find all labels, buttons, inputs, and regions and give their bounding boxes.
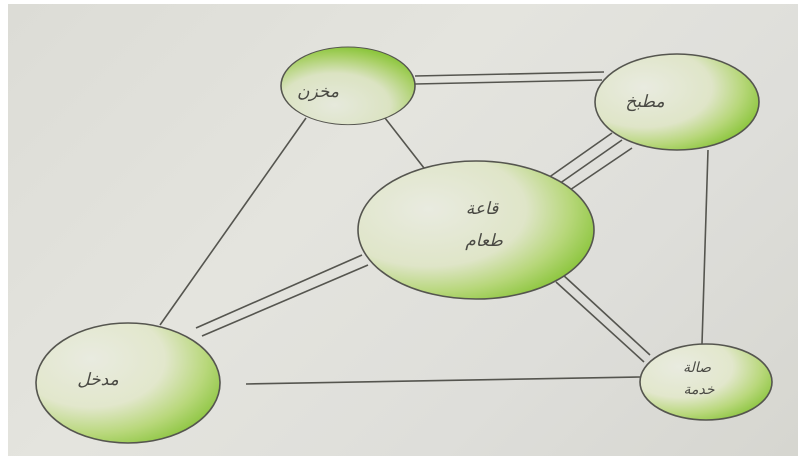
node-kitchen-label: مطبخ bbox=[625, 92, 664, 112]
edge-center-bottom-right bbox=[555, 273, 651, 363]
edge-top-left bbox=[159, 117, 307, 326]
node-top-label: مخزن bbox=[297, 82, 339, 102]
node-bottom-right-label-2: خدمة bbox=[683, 382, 714, 398]
node-center-label-2: طعام bbox=[465, 231, 503, 251]
edge-kitchen-center bbox=[547, 132, 633, 195]
node-left-label: مدخل bbox=[77, 370, 118, 390]
edge-kitchen-bottom-right bbox=[701, 149, 709, 345]
node-left: مدخل bbox=[35, 322, 221, 444]
node-bottom-right-label-1: صالة bbox=[683, 360, 711, 376]
edge-top-center bbox=[384, 117, 425, 169]
node-center-label-1: قاعة bbox=[466, 199, 499, 219]
node-top: مخزن bbox=[280, 46, 416, 126]
edge-top-kitchen bbox=[414, 71, 605, 85]
edge-left-bottom-right bbox=[245, 376, 641, 385]
edge-center-left bbox=[195, 254, 369, 337]
edges bbox=[159, 71, 709, 385]
node-center: قاعة طعام bbox=[357, 160, 595, 300]
node-kitchen: مطبخ bbox=[594, 53, 760, 151]
node-bottom-right: صالة خدمة bbox=[639, 343, 773, 421]
